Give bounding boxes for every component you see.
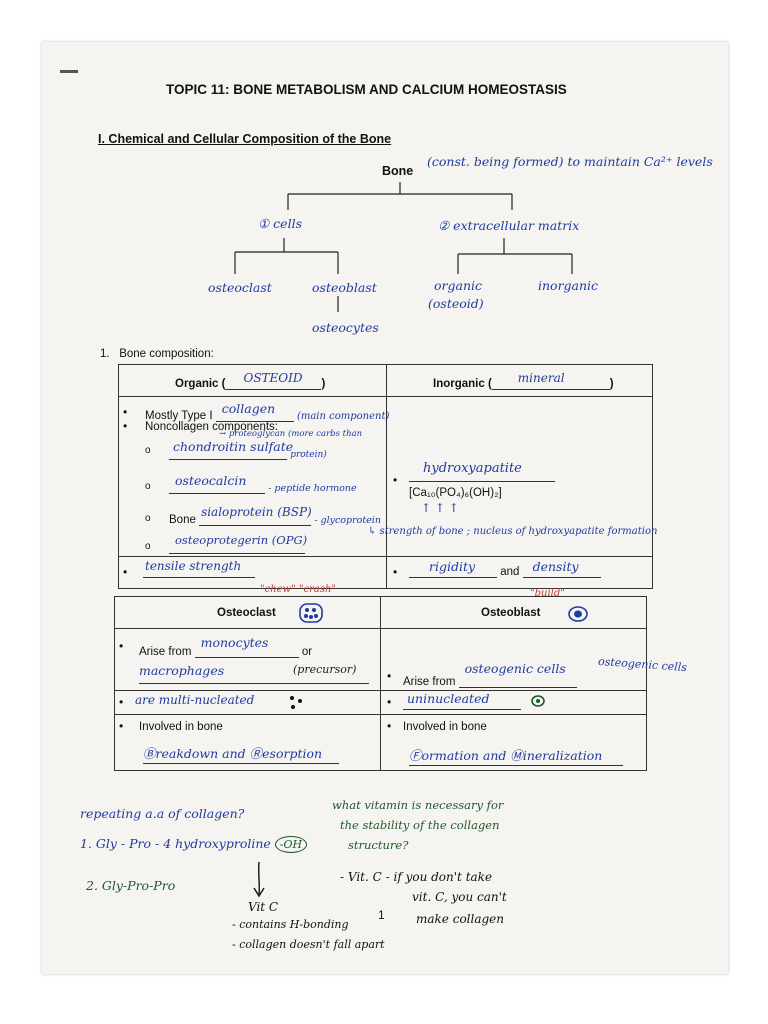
osteoblast-arise-cell: • Arise from osteogenic cells	[380, 628, 647, 691]
diagram-osteocytes: osteocytes	[312, 320, 379, 335]
uninucleated-fill: uninucleated	[407, 691, 490, 706]
document-page: TOPIC 11: BONE METABOLISM AND CALCIUM HO…	[42, 42, 728, 974]
macrophages-fill: macrophages	[139, 663, 225, 678]
osteocalcin-fill: osteocalcin	[175, 473, 247, 488]
density-fill: density	[532, 559, 579, 574]
answer-vitamin-1: - Vit. C - if you don't take	[340, 870, 493, 884]
diagram-osteoclast: osteoclast	[208, 280, 272, 295]
inorganic-header-fill: mineral	[517, 371, 565, 385]
strength-note: ↳ strength of bone ; nucleus of hydroxya…	[368, 526, 658, 537]
answer-vitamin-3: make collagen	[416, 912, 505, 926]
oh-circle: -OH	[274, 836, 308, 853]
organic-body-cell: • Mostly Type I collagen (main component…	[118, 396, 390, 557]
proteoglycan-note: → proteoglycan (more carbs than	[219, 429, 363, 439]
page-title: TOPIC 11: BONE METABOLISM AND CALCIUM HO…	[166, 82, 567, 97]
build-note: "build"	[530, 588, 565, 599]
question-vitamin-2: the stability of the collagen	[340, 818, 500, 832]
osteoclast-arise-cell: • Arise from monocytes or macrophages (p…	[114, 628, 381, 691]
question-vitamin-1: what vitamin is necessary for	[332, 798, 504, 812]
diagram-root-label: Bone	[382, 164, 414, 178]
precursor-note: (precursor)	[293, 663, 357, 676]
osteogenic-fill: osteogenic cells	[464, 661, 566, 676]
formula-arrows: ↑ ↑ ↑	[421, 501, 459, 515]
inorganic-property-cell: • rigidity and density	[386, 556, 653, 589]
osteoblast-involved-cell: • Involved in bone Ⓕormation and Ⓜineral…	[380, 714, 647, 771]
page-number: 1	[378, 908, 385, 922]
down-arrow	[253, 861, 265, 898]
hydroxyapatite-fill: hydroxyapatite	[423, 461, 522, 476]
answer-gly-pro-hyp: 1. Gly - Pro - 4 hydroxyproline -OH	[80, 836, 308, 853]
diagram-organic-sub: (osteoid)	[428, 296, 484, 311]
chew-crash-note: "chew" "crash"	[260, 584, 337, 595]
composition-table: Organic (OSTEOID) Inorganic (mineral) • …	[118, 364, 653, 589]
osteoclast-header-cell: Osteoclast	[114, 596, 381, 629]
diagram-cells: ① cells	[258, 216, 302, 231]
osteoblast-nucleus-cell: • uninucleated	[380, 690, 647, 715]
osteoclast-involved-cell: • Involved in bone Ⓑreakdown and Ⓡesorpt…	[114, 714, 381, 771]
inorganic-header-cell: Inorganic (mineral)	[386, 364, 653, 397]
diagram-root-note: (const. being formed) to maintain Ca²⁺ l…	[427, 154, 713, 169]
rigidity-fill: rigidity	[429, 559, 476, 574]
cells-table: Osteoclast Osteoblast • Arise from	[114, 596, 647, 771]
staple-mark	[60, 70, 78, 73]
single-nucleus-icon	[531, 695, 545, 707]
answer-vitamin-2: vit. C, you can't	[412, 890, 507, 904]
uninucleated-cell-icon	[568, 606, 588, 622]
nuclei-dots-icon	[290, 696, 302, 709]
question-vitamin-3: structure?	[348, 838, 409, 852]
hydroxyapatite-formula: [Ca₁₀(PO₄)₆(OH)₂]	[409, 487, 502, 499]
question-repeating-aa: repeating a.a of collagen?	[80, 806, 245, 821]
tensile-strength-fill: tensile strength	[145, 559, 242, 573]
section-heading: I. Chemical and Cellular Composition of …	[98, 132, 392, 146]
chondroitin-fill: chondroitin sulfate	[173, 439, 294, 454]
noncollagen-label: Noncollagen components:	[145, 421, 278, 433]
organic-header-fill: OSTEOID	[243, 371, 303, 385]
collagen-fill: collagen	[221, 401, 276, 416]
composition-label: 1. Bone composition:	[100, 348, 214, 360]
monocytes-fill: monocytes	[200, 635, 269, 650]
diagram-lines	[234, 182, 573, 312]
answer-gly-pro-pro: 2. Gly-Pro-Pro	[86, 878, 176, 893]
diagram-matrix: ② extracellular matrix	[438, 218, 580, 233]
vitc-hbonding: - contains H-bonding	[232, 918, 349, 931]
diagram-inorganic: inorganic	[538, 278, 599, 293]
osteoclast-nucleus-cell: • are multi-nucleated	[114, 690, 381, 715]
inorganic-body-cell: • hydroxyapatite [Ca₁₀(PO₄)₆(OH)₂] ↑ ↑ ↑	[386, 396, 653, 557]
osteoblast-header-cell: Osteoblast	[380, 596, 647, 629]
organic-header-cell: Organic (OSTEOID)	[118, 364, 387, 397]
multinucleated-fill: are multi-nucleated	[135, 693, 255, 707]
organic-property-cell: • tensile strength	[118, 556, 387, 589]
vitc-collagen: - collagen doesn't fall apart	[232, 938, 385, 951]
diagram-osteoblast: osteoblast	[312, 280, 377, 295]
collagen-note: (main component)	[296, 411, 390, 422]
multinucleated-cell-icon	[299, 603, 323, 623]
vitc-label: Vit C	[248, 900, 279, 914]
osteoprotegerin-fill: osteoprotegerin (OPG)	[175, 533, 308, 547]
breakdown-resorption-fill: Ⓑreakdown and Ⓡesorption	[143, 746, 323, 761]
diagram-organic: organic	[434, 278, 483, 293]
formation-mineralization-fill: Ⓕormation and Ⓜineralization	[409, 748, 603, 763]
sialoprotein-fill: sialoprotein (BSP)	[201, 505, 312, 519]
